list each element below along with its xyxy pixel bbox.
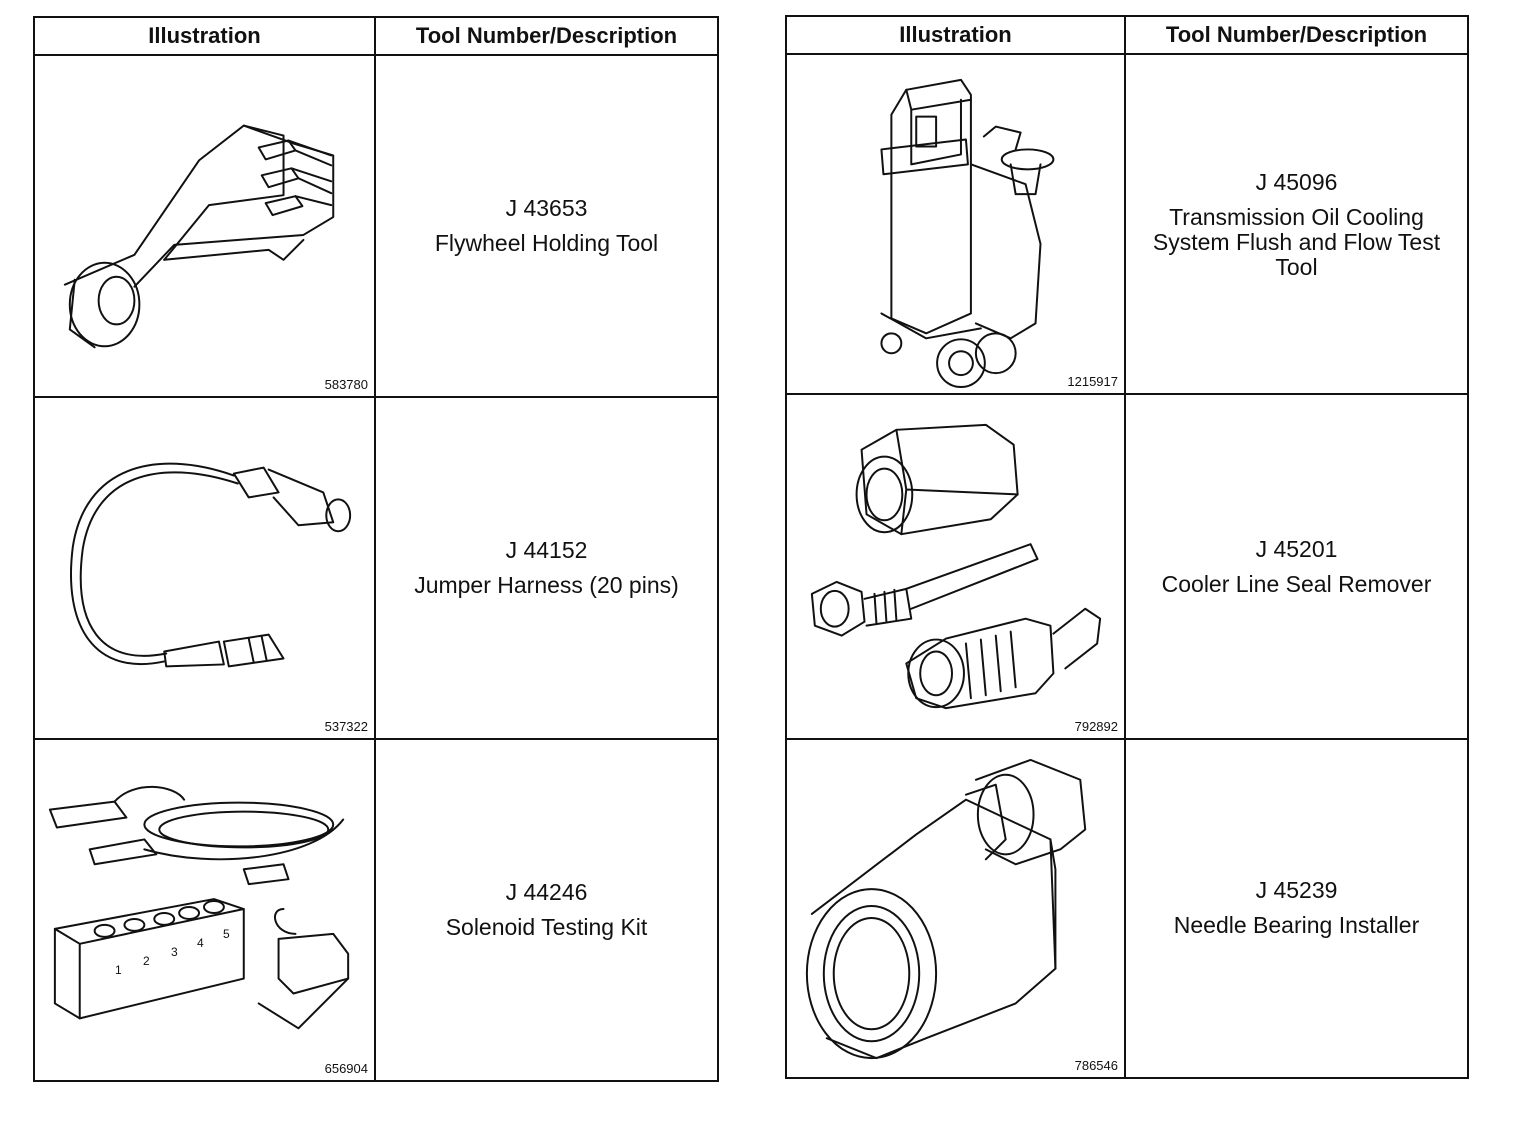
figure-code: 537322 <box>324 719 368 734</box>
figure-code: 656904 <box>324 1061 368 1076</box>
table-row: 786546 J 45239 Needle Bearing Installer <box>785 738 1469 1079</box>
figure-code: 792892 <box>1074 719 1118 734</box>
tool-number: J 44152 <box>505 537 588 563</box>
kit-label: 1 <box>115 963 122 977</box>
kit-label: 5 <box>223 927 230 941</box>
tool-description: Solenoid Testing Kit <box>445 914 648 940</box>
tool-number: J 45096 <box>1255 169 1338 195</box>
tool-description: Transmission Oil Cooling System Flush an… <box>1152 204 1441 280</box>
tool-description: Needle Bearing Installer <box>1173 912 1420 938</box>
tool-description: Jumper Harness (20 pins) <box>414 572 679 598</box>
table-row: 537322 J 44152 Jumper Harness (20 pins) <box>33 396 719 740</box>
solenoid-testing-kit-illustration <box>48 785 350 1030</box>
jumper-harness-illustration <box>70 462 352 668</box>
kit-label: 3 <box>171 945 178 959</box>
tool-number: J 43653 <box>505 195 588 221</box>
description-cell: J 43653 Flywheel Holding Tool <box>374 54 719 398</box>
illustration-cell: 537322 <box>33 396 376 740</box>
needle-bearing-installer-illustration <box>805 758 1087 1060</box>
illustration-cell: 792892 <box>785 393 1126 740</box>
table-header-row: Illustration Tool Number/Description <box>785 15 1469 55</box>
kit-label: 2 <box>143 954 150 968</box>
figure-code: 583780 <box>324 377 368 392</box>
illustration-cell: 1215917 <box>785 53 1126 395</box>
header-illustration: Illustration <box>33 16 376 56</box>
tool-description: Flywheel Holding Tool <box>434 230 659 256</box>
tool-number: J 45239 <box>1255 877 1338 903</box>
description-cell: J 45201 Cooler Line Seal Remover <box>1124 393 1469 740</box>
tool-description: Cooler Line Seal Remover <box>1161 571 1432 597</box>
flush-and-flow-test-tool-illustration <box>880 78 1055 389</box>
description-cell: J 45239 Needle Bearing Installer <box>1124 738 1469 1079</box>
description-cell: J 44246 Solenoid Testing Kit <box>374 738 719 1082</box>
figure-code: 1215917 <box>1067 374 1118 389</box>
illustration-cell: 1 2 3 4 5 656904 <box>33 738 376 1082</box>
table-row: 1 2 3 4 5 656904 J 44246 Solenoid Testin… <box>33 738 719 1082</box>
description-cell: J 45096 Transmission Oil Cooling System … <box>1124 53 1469 395</box>
table-header-row: Illustration Tool Number/Description <box>33 16 719 56</box>
flywheel-holding-tool-illustration <box>63 124 335 349</box>
tool-table-left: Illustration Tool Number/Description 583… <box>33 16 719 1082</box>
cooler-line-seal-remover-illustration <box>810 423 1102 710</box>
table-row: 583780 J 43653 Flywheel Holding Tool <box>33 54 719 398</box>
table-row: 792892 J 45201 Cooler Line Seal Remover <box>785 393 1469 740</box>
illustration-cell: 583780 <box>33 54 376 398</box>
tool-number: J 44246 <box>505 879 588 905</box>
illustration-cell: 786546 <box>785 738 1126 1079</box>
header-tool-description: Tool Number/Description <box>1124 15 1469 55</box>
tool-number: J 45201 <box>1255 536 1338 562</box>
header-tool-description: Tool Number/Description <box>374 16 719 56</box>
tool-table-right: Illustration Tool Number/Description 121… <box>785 15 1469 1079</box>
kit-label: 4 <box>197 936 204 950</box>
header-illustration: Illustration <box>785 15 1126 55</box>
description-cell: J 44152 Jumper Harness (20 pins) <box>374 396 719 740</box>
figure-code: 786546 <box>1074 1058 1118 1073</box>
table-row: 1215917 J 45096 Transmission Oil Cooling… <box>785 53 1469 395</box>
